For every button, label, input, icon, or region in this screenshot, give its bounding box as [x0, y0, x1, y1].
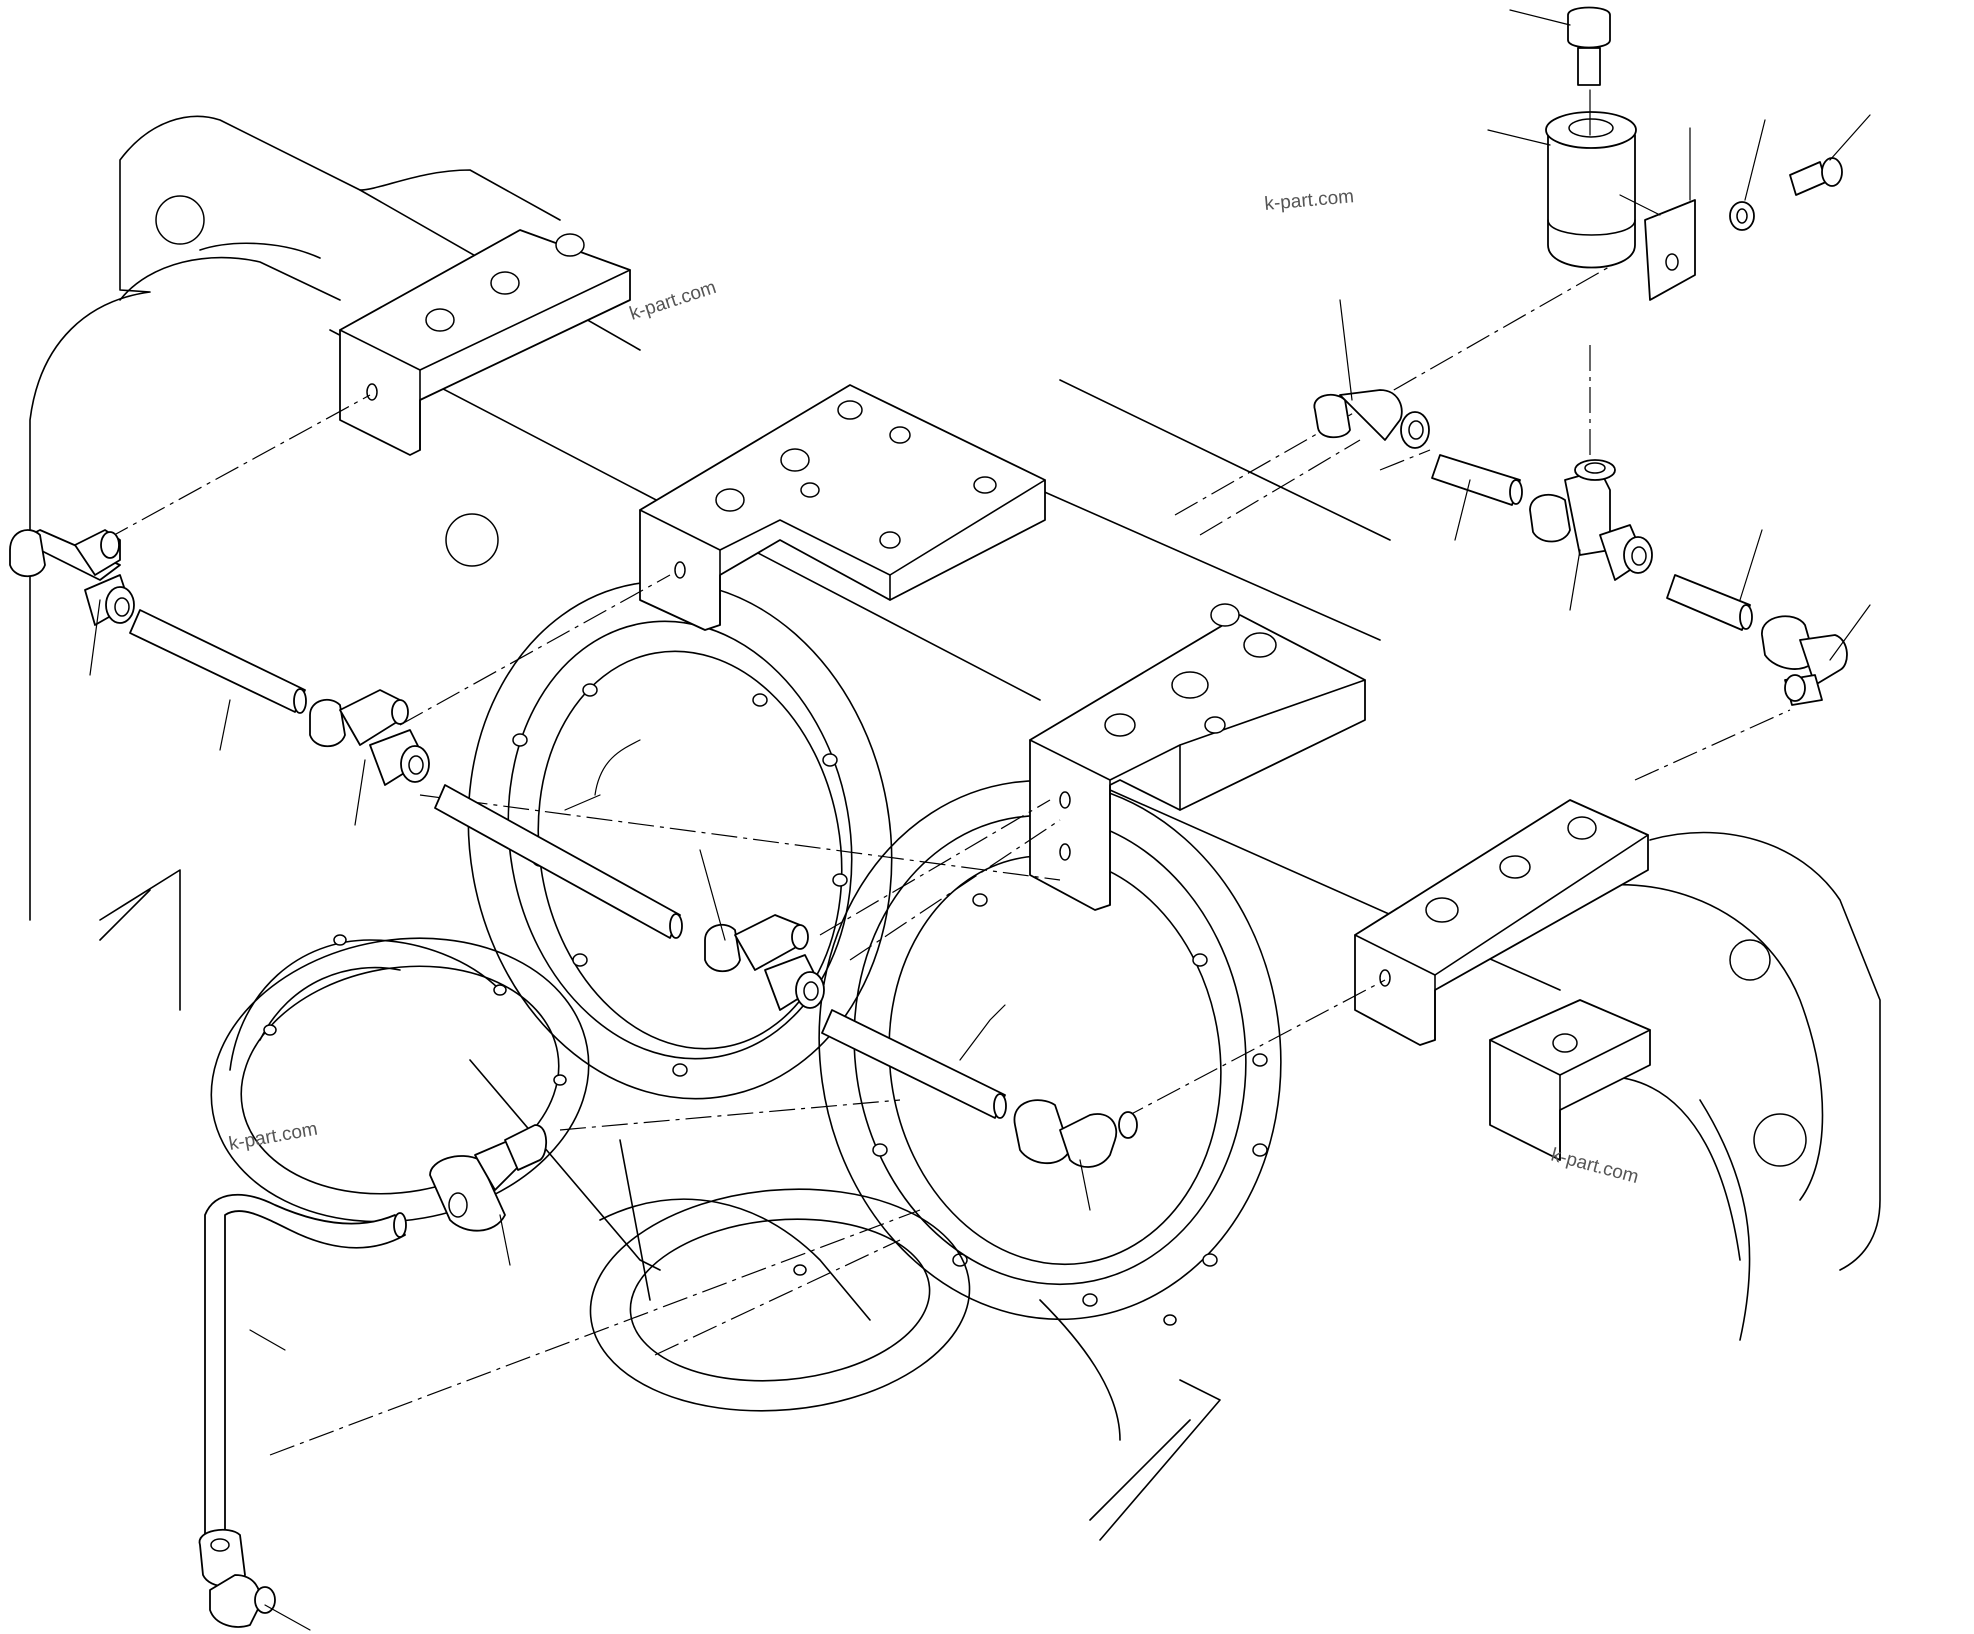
tube-short-1 — [1431, 454, 1523, 506]
tee-fitting-mid-2 — [704, 914, 825, 1011]
tee-fitting-right — [1529, 459, 1653, 581]
flange-bottom-left — [210, 934, 590, 1223]
axle-housing — [29, 115, 1881, 1541]
elbow-fitting-mid — [1013, 1099, 1138, 1168]
tee-fitting-left — [9, 529, 135, 626]
tube-2 — [434, 784, 683, 939]
assembly-center-lines — [104, 254, 1791, 1456]
tube-3 — [821, 1009, 1007, 1119]
filter-canister — [1545, 111, 1637, 269]
bracket-1 — [339, 229, 631, 456]
flange-bolt-holes — [512, 683, 848, 1077]
cap-screw-top — [1567, 6, 1611, 86]
elbow-fitting-upper — [1313, 389, 1430, 449]
mounting-plate — [1644, 199, 1696, 301]
tube-short-2 — [1666, 574, 1753, 631]
watermark-text: k-part.com — [1549, 1145, 1641, 1189]
elbow-fitting-bottom — [198, 1528, 276, 1628]
tube-1 — [129, 609, 307, 714]
watermark-text: k-part.com — [627, 277, 719, 325]
watermark-text: k-part.com — [1264, 186, 1355, 215]
bolt-small — [1789, 157, 1843, 196]
bent-pipe — [204, 1193, 407, 1546]
flange-bottom-center — [589, 1188, 1177, 1412]
bracket-2 — [639, 384, 1046, 631]
elbow-fitting-right — [1761, 615, 1848, 706]
adapter-fitting — [429, 1124, 548, 1232]
bracket-5 — [1489, 999, 1651, 1161]
tee-fitting-mid-1 — [309, 689, 430, 786]
leader-lines — [89, 9, 1871, 1631]
bracket-3 — [1029, 603, 1366, 911]
housing-left-lobe — [29, 115, 561, 921]
lock-washer — [1729, 201, 1755, 231]
flange-bolt-holes — [862, 893, 1268, 1307]
watermark-text: k-part.com — [227, 1119, 319, 1155]
housing-hole — [155, 195, 205, 245]
bracket-4 — [1354, 799, 1649, 1046]
